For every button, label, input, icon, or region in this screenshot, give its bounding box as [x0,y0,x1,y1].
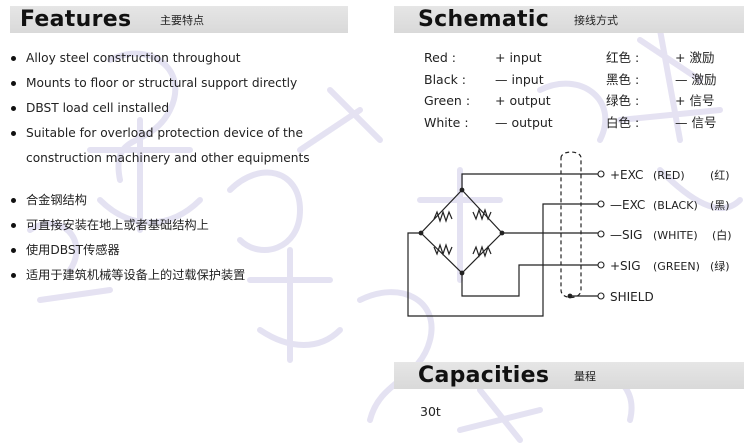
feature-item: 使用DBST传感器 [8,238,245,263]
capacities-subtitle: 量程 [574,370,596,383]
bullet-icon [11,81,16,86]
resistor-icon [472,245,492,258]
features-title: Features [20,7,132,32]
terminal-sign: —SIG [610,228,642,242]
resistor-icon [433,210,453,223]
features-list-english: Alloy steel construction throughout Moun… [8,46,310,171]
resistor-icon [472,208,492,221]
wire-signal-cn: — 激励 [675,72,717,87]
wire-signal-cn: — 信号 [675,115,717,130]
wire-signal: — output [495,115,553,130]
feature-text: DBST load cell installed [26,101,170,115]
features-header: Features 主要特点 [10,6,348,33]
wire-color-cn: 黑色 : [606,72,640,87]
feature-item: Suitable for overload protection device … [8,121,310,146]
feature-text: 合金钢结构 [26,193,87,207]
feature-text: construction machinery and other equipme… [26,151,310,165]
feature-text: Mounts to floor or structural support di… [26,76,298,90]
terminal-icon [597,261,605,269]
terminal-icon [597,170,605,178]
schematic-subtitle: 接线方式 [574,14,618,27]
wire-color: Green : [424,93,471,108]
terminal-icon [597,292,605,300]
wire-color-cn: 绿色 : [606,93,640,108]
terminal-icon [597,200,605,208]
terminal-color: (GREEN) [653,260,700,273]
feature-item: 可直接安装在地上或者基础结构上 [8,213,245,238]
bullet-icon [11,223,16,228]
feature-text: 使用DBST传感器 [26,243,120,257]
bridge-circuit [420,189,503,274]
bullet-icon [11,273,16,278]
wire-color: Black : [424,72,467,87]
bullet-icon [11,248,16,253]
features-list-chinese: 合金钢结构 可直接安装在地上或者基础结构上 使用DBST传感器 适用于建筑机械等… [8,188,245,288]
terminal-color: (BLACK) [653,199,698,212]
terminal-sign: SHIELD [610,290,654,304]
terminal-color-cn: (黑) [710,199,730,212]
wire-signal: + input [495,50,542,65]
terminal-sign: —EXC [610,198,645,212]
bullet-icon [11,56,16,61]
terminal-icon [597,230,605,238]
schematic-header: Schematic 接线方式 [394,6,744,33]
wire-color-cn: 白色 : [606,115,640,130]
shield-icon [560,151,582,299]
terminal-color: (WHITE) [653,229,698,242]
wire-signal-cn: + 信号 [675,93,715,108]
terminal-color-cn: (红) [710,169,730,182]
wire-signal: + output [495,93,551,108]
wire-signal-cn: + 激励 [675,50,715,65]
bullet-icon [11,131,16,136]
terminal-color-cn: (白) [712,228,732,242]
terminal-sign: +SIG [610,259,641,273]
feature-item: Mounts to floor or structural support di… [8,71,310,96]
wire-signal: — input [495,72,544,87]
terminal-color: (RED) [653,169,685,182]
capacities-header: Capacities 量程 [394,362,744,389]
wire-color-cn: 红色 : [606,50,640,65]
capacity-value: 30t [420,404,441,419]
feature-item-continued: construction machinery and other equipme… [8,146,310,171]
feature-text: 可直接安装在地上或者基础结构上 [26,218,209,232]
wire-color: Red : [424,50,456,65]
feature-text: Alloy steel construction throughout [26,51,241,65]
bullet-icon [11,106,16,111]
schematic-title: Schematic [418,7,550,32]
feature-text: Suitable for overload protection device … [26,126,303,140]
wire-color: White : [424,115,469,130]
feature-item: Alloy steel construction throughout [8,46,310,71]
feature-item: 合金钢结构 [8,188,245,213]
resistor-icon [433,243,453,256]
terminal-color-cn: (绿) [710,259,730,273]
terminal-sign: +EXC [610,168,643,182]
capacities-title: Capacities [418,363,550,388]
feature-item: 适用于建筑机械等设备上的过载保护装置 [8,263,245,288]
feature-item: DBST load cell installed [8,96,310,121]
bullet-icon [11,198,16,203]
features-subtitle: 主要特点 [160,14,204,27]
feature-text: 适用于建筑机械等设备上的过载保护装置 [26,268,246,282]
